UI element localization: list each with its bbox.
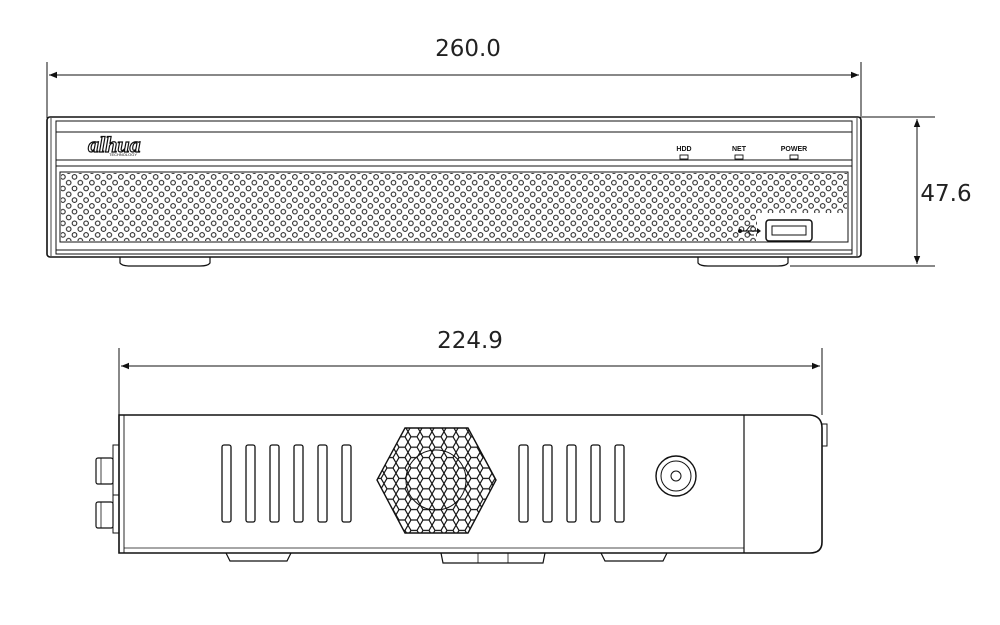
front-vent-frame [59, 171, 849, 243]
front-panel-inner-border [55, 120, 853, 255]
indicator-power-led [789, 154, 799, 160]
brand-logo-text: alhua [88, 132, 141, 157]
usb-port[interactable] [765, 219, 813, 242]
indicator-hdd-led [679, 154, 689, 160]
front-vent-grille-right-top [757, 173, 847, 213]
side-vent-slots-right [518, 444, 625, 523]
front-foot-right [697, 257, 789, 267]
indicator-power-label: POWER [781, 146, 807, 153]
indicator-hdd-label: HDD [676, 146, 691, 153]
side-view: 224.9 [95, 328, 828, 564]
rear-connector-upper [95, 444, 120, 496]
indicator-net-led [734, 154, 744, 160]
side-foot-right [600, 552, 668, 562]
usb-icon [738, 225, 761, 236]
indicator-net: NET [732, 146, 747, 160]
round-button-icon [655, 455, 697, 497]
front-width-label: 260.0 [435, 36, 501, 62]
front-panel-outline [46, 116, 862, 258]
side-front-button-stub [821, 423, 828, 447]
indicator-net-label: NET [732, 146, 747, 153]
side-foot-left [225, 552, 292, 562]
brand-logo-subtext: TECHNOLOGY [109, 152, 137, 157]
front-view: 260.0 47.6 alhua TECHNOLOGY HDD NET POWE… [46, 36, 972, 267]
side-vent-slots-left [221, 444, 352, 523]
brand-logo: alhua TECHNOLOGY [87, 131, 141, 157]
indicator-hdd: HDD [676, 146, 692, 160]
front-vent-grille [61, 173, 757, 241]
front-height-label: 47.6 [920, 181, 971, 207]
rear-connector-lower [95, 494, 120, 534]
side-foot-middle [440, 552, 546, 564]
usb-port-tongue [771, 225, 807, 236]
front-foot-left [119, 257, 211, 267]
indicator-power: POWER [781, 146, 807, 160]
side-body-outline [118, 414, 823, 554]
side-depth-label: 224.9 [437, 328, 503, 354]
fan-grille-icon [376, 427, 497, 534]
